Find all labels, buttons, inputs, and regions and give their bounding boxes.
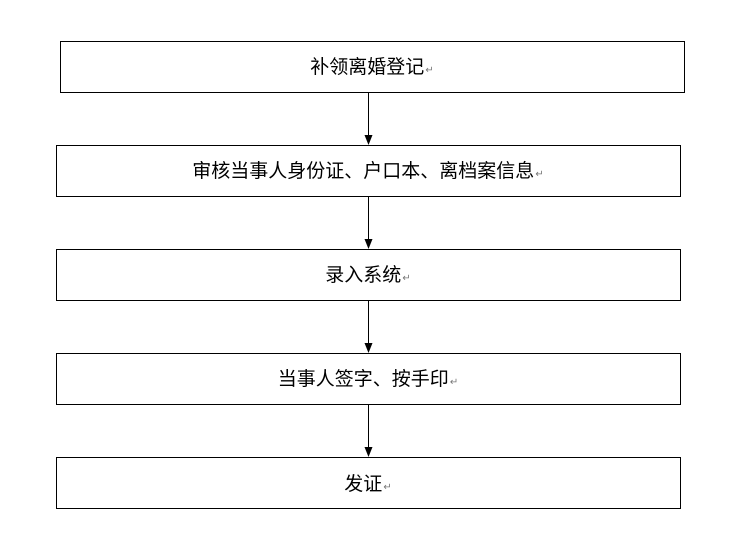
step-label-3: 录入系统 <box>325 264 401 286</box>
svg-text:当事人签字、按手印↵: 当事人签字、按手印↵ <box>278 368 458 390</box>
paragraph-mark-icon: ↵ <box>383 482 391 493</box>
step-label-5: 发证 <box>344 473 382 495</box>
flow-arrow-1 <box>364 93 373 145</box>
flow-arrow-3 <box>364 301 373 353</box>
paragraph-mark-icon: ↵ <box>535 169 543 180</box>
step-box-1: 补领离婚登记↵ <box>60 41 685 93</box>
step-box-2: 审核当事人身份证、户口本、离档案信息↵ <box>56 145 681 197</box>
svg-text:录入系统↵: 录入系统↵ <box>325 264 410 286</box>
step-box-4: 当事人签字、按手印↵ <box>56 353 681 405</box>
step-label-4: 当事人签字、按手印 <box>278 368 449 390</box>
step-box-5: 发证↵ <box>56 457 681 509</box>
step-label-2: 审核当事人身份证、户口本、离档案信息 <box>192 160 534 182</box>
step-label-1: 补领离婚登记 <box>310 56 424 78</box>
paragraph-mark-icon: ↵ <box>450 377 458 388</box>
flow-arrow-4 <box>364 405 373 457</box>
step-box-3: 录入系统↵ <box>56 249 681 301</box>
flow-arrow-2 <box>364 197 373 249</box>
svg-text:发证↵: 发证↵ <box>344 473 391 495</box>
svg-text:审核当事人身份证、户口本、离档案信息↵: 审核当事人身份证、户口本、离档案信息↵ <box>192 160 543 182</box>
paragraph-mark-icon: ↵ <box>425 65 433 76</box>
paragraph-mark-icon: ↵ <box>402 273 410 284</box>
svg-text:补领离婚登记↵: 补领离婚登记↵ <box>310 56 433 78</box>
